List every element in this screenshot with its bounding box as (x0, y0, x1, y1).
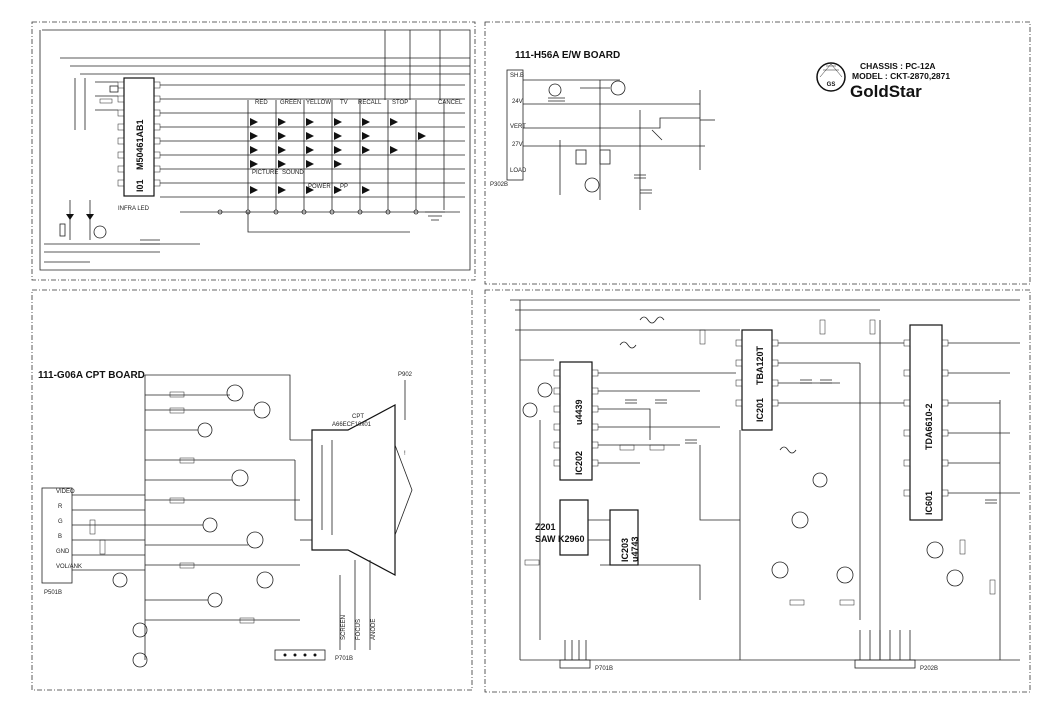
button-label-stop: STOP (392, 100, 408, 106)
connector-p501b: P501B (44, 590, 62, 596)
saw-label: SAW K2960 (535, 534, 585, 544)
key-label-gnd: GND (56, 549, 70, 555)
infra-led-label: INFRA LED (118, 206, 150, 212)
ic201-label: IC201 (755, 398, 765, 422)
remote-left-components (74, 78, 119, 130)
saw-filter-body (559, 499, 589, 556)
panel-bottom-left-frame (31, 289, 473, 691)
u4743-label: u4743 (630, 536, 640, 562)
model-label: MODEL : CKT-2870,2871 (852, 71, 950, 81)
button-label-recall: RECALL (358, 100, 382, 106)
connector-p202b: P202B (920, 666, 938, 672)
goldstar-logo-text: GS (827, 82, 836, 88)
ew-pin-labels: SH.B 24V VERT 27V LOAD (510, 73, 527, 174)
remote-button-labels: RED GREEN YELLOW TV RECALL STOP CANCEL P… (252, 100, 463, 190)
crt-tube-symbol: ! (311, 404, 413, 576)
ic203-label: IC203 (620, 538, 630, 562)
crt-model-label: A66ECF10x01 (332, 422, 372, 428)
ew-transistors (548, 80, 626, 193)
remote-bus-lines (60, 57, 470, 198)
crt-ref-label: CPT (352, 414, 364, 420)
remote-vertical-lines (247, 30, 445, 210)
cpt-resistors (89, 391, 255, 624)
ew-connector-body (506, 69, 524, 181)
connector-p701b-right: P701B (595, 666, 613, 672)
panel-cpt-board: 111-G06A CPT BOARD ! CPT A66ECF10x01 P90… (38, 370, 413, 668)
ew-board-wiring (523, 79, 715, 210)
ic601-body (909, 324, 943, 521)
ew-board-title: 111-H56A E/W BOARD (515, 50, 620, 61)
key-label-b: B (58, 534, 62, 540)
main-board-passives (524, 316, 997, 606)
function-label-pp: PP (340, 184, 348, 190)
remote-key-diodes (250, 118, 426, 194)
cpt-left-connector: VIDEO R G B GND VOL/ANK (41, 487, 145, 584)
main-board-ic-pins (553, 339, 949, 497)
tba120t-label: TBA120T (755, 345, 765, 385)
main-board-bottom-connectors (559, 630, 916, 669)
key-label-r: R (58, 504, 63, 510)
panel-top-left-frame (31, 21, 476, 281)
key-label-video: VIDEO (56, 489, 75, 495)
button-label-cancel: CANCEL (438, 100, 463, 106)
button-label-yellow: YELLOW (306, 100, 331, 106)
svg-text:LOAD: LOAD (510, 168, 527, 174)
button-label-tv: TV (340, 100, 348, 106)
remote-terminal-row (180, 209, 460, 233)
tda6610-label: TDA6610-2 (924, 403, 934, 450)
svg-text:!: ! (404, 451, 406, 457)
connector-p902: P902 (398, 372, 413, 378)
infra-led-circuit (44, 200, 200, 263)
label-focus: FOCUS (356, 619, 362, 640)
chassis-label: CHASSIS : PC-12A (860, 61, 936, 71)
panel-remote-control: M50461AB1 I01 (39, 29, 471, 271)
cpt-bottom-connector (274, 649, 326, 661)
key-label-vol: VOL/ANK (56, 564, 82, 570)
label-screen: SCREEN (341, 615, 347, 640)
panel-ew-board: 111-H56A E/W BOARD P302B SH.B 24V VERT 2… (490, 50, 715, 210)
function-label-picture: PICTURE (252, 170, 278, 176)
main-board-transistors (522, 382, 964, 587)
cpt-transistors (112, 384, 274, 668)
ic203-body (609, 509, 639, 566)
z201-label: Z201 (535, 522, 556, 532)
brand-block: GS CHASSIS : PC-12A MODEL : CKT-2870,287… (816, 61, 950, 101)
function-label-power: POWER (308, 184, 331, 190)
brand-name: GoldStar (850, 82, 922, 101)
svg-text:27V: 27V (512, 142, 523, 148)
panel-main-board: IC202 u4439 IC201 TBA120T IC601 TDA6610-… (510, 299, 1020, 672)
svg-text:SH.B: SH.B (510, 73, 524, 79)
svg-text:24V: 24V (512, 99, 523, 105)
u4439-label: u4439 (574, 399, 584, 425)
panel-top-right-frame (484, 21, 1031, 285)
ic601-label: IC601 (924, 491, 934, 515)
cpt-wiring (144, 374, 371, 660)
ic202-body (559, 361, 593, 481)
cpt-board-title: 111-G06A CPT BOARD (38, 370, 145, 381)
svg-text:VERT: VERT (510, 124, 526, 130)
connector-p701b-left: P701B (335, 656, 353, 662)
button-label-green: GREEN (280, 100, 301, 106)
remote-ic-body (123, 77, 155, 197)
function-label-sound: SOUND (282, 170, 304, 176)
ic202-label: IC202 (574, 451, 584, 475)
ew-connector-label: P302B (490, 182, 508, 188)
ground-symbol (425, 211, 445, 221)
button-label-red: RED (255, 100, 268, 106)
label-anode: ANODE (371, 619, 377, 640)
remote-ic-ref: I01 (135, 179, 145, 192)
key-label-g: G (58, 519, 63, 525)
panel-bottom-right-frame (484, 289, 1031, 693)
remote-ic-label: M50461AB1 (135, 119, 145, 170)
ew-components (548, 97, 663, 194)
